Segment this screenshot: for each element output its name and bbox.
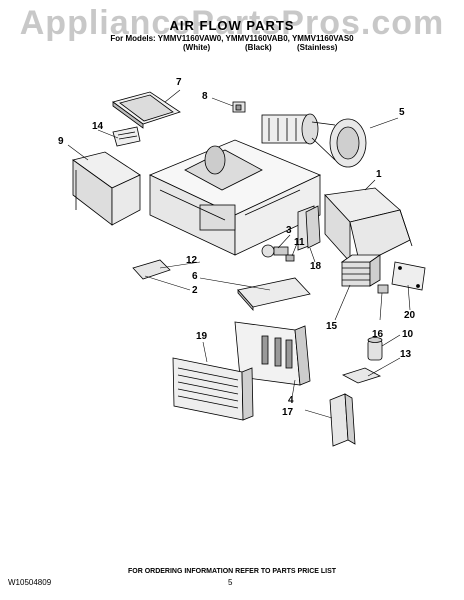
part-9-duct	[72, 151, 141, 226]
callout-2: 2	[192, 285, 198, 296]
callout-4: 4	[288, 395, 294, 406]
chassis	[149, 139, 321, 256]
variant-stainless: (Stainless)	[297, 43, 338, 52]
callout-1: 1	[376, 169, 382, 180]
callout-14: 14	[92, 121, 104, 132]
part-17-duct	[329, 393, 356, 447]
part-5-blower	[261, 113, 367, 168]
document-number: W10504809	[8, 578, 52, 587]
callout-10: 10	[402, 329, 414, 340]
callout-9: 9	[58, 136, 64, 147]
callout-8: 8	[202, 91, 208, 102]
callout-11: 11	[294, 237, 305, 248]
page-title: AIR FLOW PARTS	[169, 18, 295, 33]
variant-white: (White)	[183, 43, 211, 52]
part-1-duct-housing	[324, 187, 413, 266]
callout-18: 18	[310, 261, 322, 272]
part-15-transformer	[340, 254, 382, 287]
part-7-filter	[112, 91, 181, 129]
callout-19: 19	[196, 331, 208, 342]
leader-lines	[67, 89, 411, 419]
watermark: AppliancePartsPros.com	[19, 4, 445, 42]
variant-black: (Black)	[245, 43, 272, 52]
part-13-bracket	[341, 367, 382, 384]
callout-17: 17	[282, 407, 294, 418]
part-3-socket	[261, 244, 289, 258]
part-14-grille	[112, 126, 141, 147]
callout-5: 5	[399, 107, 405, 118]
callout-3: 3	[286, 225, 292, 236]
callout-6: 6	[192, 271, 198, 282]
models-line: For Models: YMMV1160VAW0, YMMV1160VAB0, …	[110, 34, 354, 43]
part-8-bracket	[232, 101, 246, 113]
callout-20: 20	[404, 310, 416, 321]
part-6-base-plate	[237, 277, 311, 312]
part-10-capacitor	[367, 337, 383, 361]
part-12-plate	[132, 259, 171, 280]
part-16-bracket	[377, 284, 389, 294]
part-20-bracket	[391, 261, 426, 291]
part-19-grille	[172, 357, 254, 421]
part-18-panel	[297, 205, 321, 251]
ordering-note: FOR ORDERING INFORMATION REFER TO PARTS …	[127, 568, 337, 575]
part-11-clip	[285, 254, 295, 262]
callout-12: 12	[186, 255, 198, 266]
page-number: 5	[228, 578, 233, 587]
callout-13: 13	[400, 349, 412, 360]
callout-16: 16	[372, 329, 384, 340]
callout-15: 15	[326, 321, 338, 332]
callout-7: 7	[176, 77, 182, 88]
